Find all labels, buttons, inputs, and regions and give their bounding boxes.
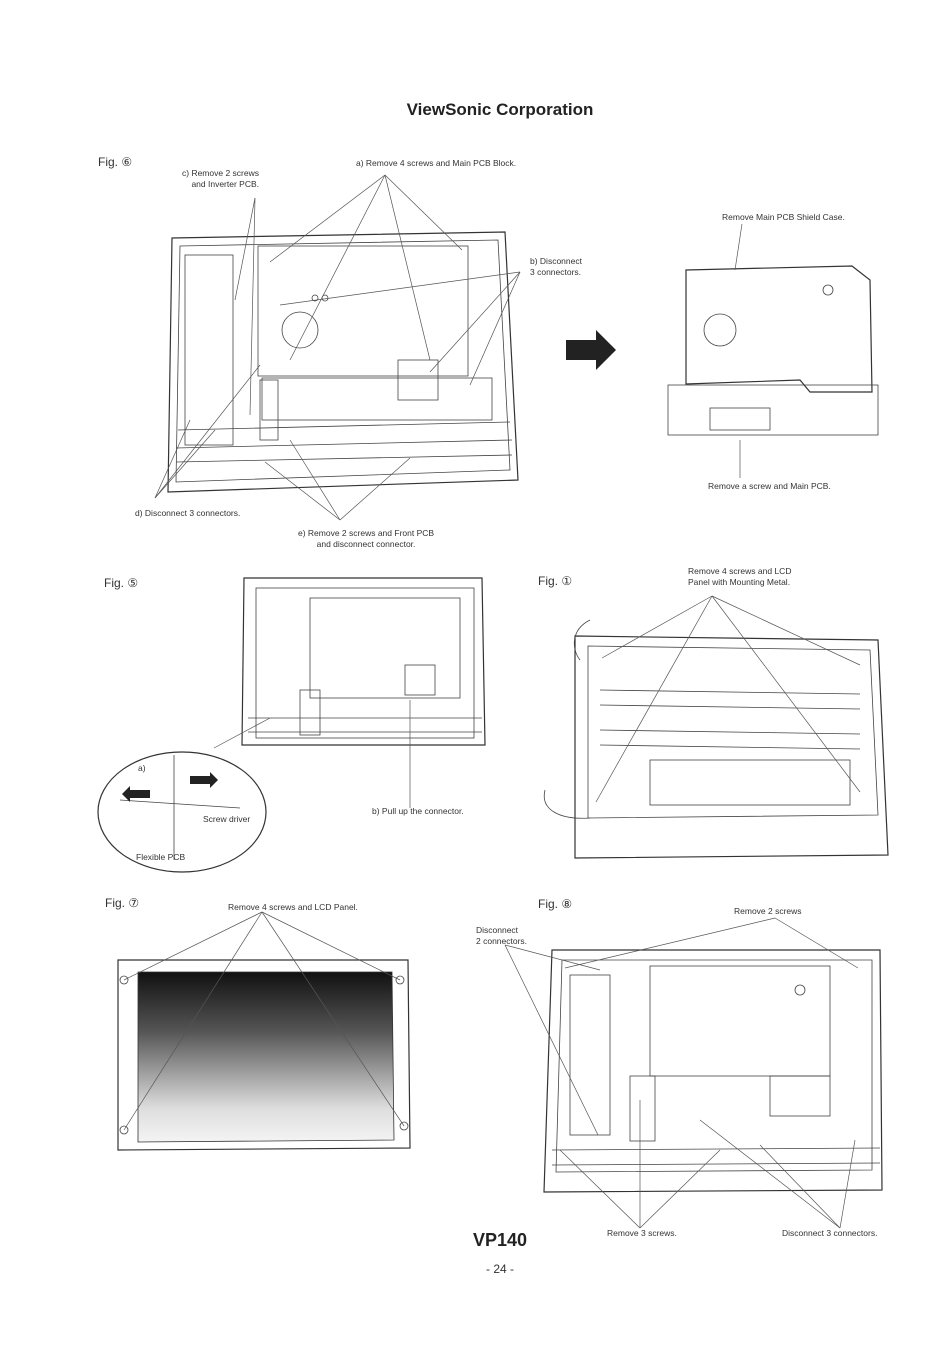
- fig6-callout-d: d) Disconnect 3 connectors.: [135, 508, 241, 518]
- fig8-callout-remove3: Remove 3 screws.: [607, 1228, 677, 1238]
- fig1-label: Fig. ①: [538, 574, 573, 588]
- fig6-main-unit-drawing: [154, 174, 521, 521]
- page-title: ViewSonic Corporation: [406, 100, 594, 119]
- fig7-label: Fig. ⑦: [105, 896, 140, 910]
- fig5-unit-drawing: [97, 577, 486, 873]
- fig1-callout-lcd: Remove 4 screws and LCD Panel with Mount…: [688, 566, 792, 587]
- page-number: - 24 -: [485, 1262, 514, 1276]
- fig7-lcd-panel-drawing: [117, 911, 411, 1151]
- fig6-callout-b: b) Disconnect 3 connectors.: [530, 256, 582, 277]
- fig8-callout-disconnect2: Disconnect 2 connectors.: [476, 925, 528, 946]
- fig6-label: Fig. ⑥: [98, 155, 133, 169]
- fig8-callout-disconnect3: Disconnect 3 connectors.: [782, 1228, 878, 1238]
- fig5-callout-screw-driver: Screw driver: [203, 814, 251, 824]
- fig6-callout-shield: Remove Main PCB Shield Case.: [722, 212, 845, 222]
- model-number: VP140: [472, 1230, 528, 1250]
- fig5-label: Fig. ⑤: [104, 576, 139, 590]
- fig6-callout-a: a) Remove 4 screws and Main PCB Block.: [356, 158, 517, 168]
- fig7-callout-lcd: Remove 4 screws and LCD Panel.: [228, 902, 358, 912]
- fig6-callout-c: c) Remove 2 screws and Inverter PCB.: [182, 168, 259, 189]
- fig6-callout-main-pcb: Remove a screw and Main PCB.: [708, 481, 831, 491]
- fig8-label: Fig. ⑧: [538, 897, 573, 911]
- fig8-callout-remove2: Remove 2 screws: [734, 906, 802, 916]
- fig6-callout-e: e) Remove 2 screws and Front PCB and dis…: [298, 528, 435, 549]
- fig1-unit-drawing: [543, 595, 889, 859]
- fig5-callout-b: b) Pull up the connector.: [372, 806, 464, 816]
- fig8-unit-drawing: [504, 917, 883, 1229]
- fig5-callout-flexible-pcb: Flexible PCB: [136, 852, 186, 862]
- fig5-callout-a: a): [138, 763, 146, 773]
- main-pcb-shield-drawing: [667, 223, 879, 478]
- arrow-right-icon: [566, 330, 616, 370]
